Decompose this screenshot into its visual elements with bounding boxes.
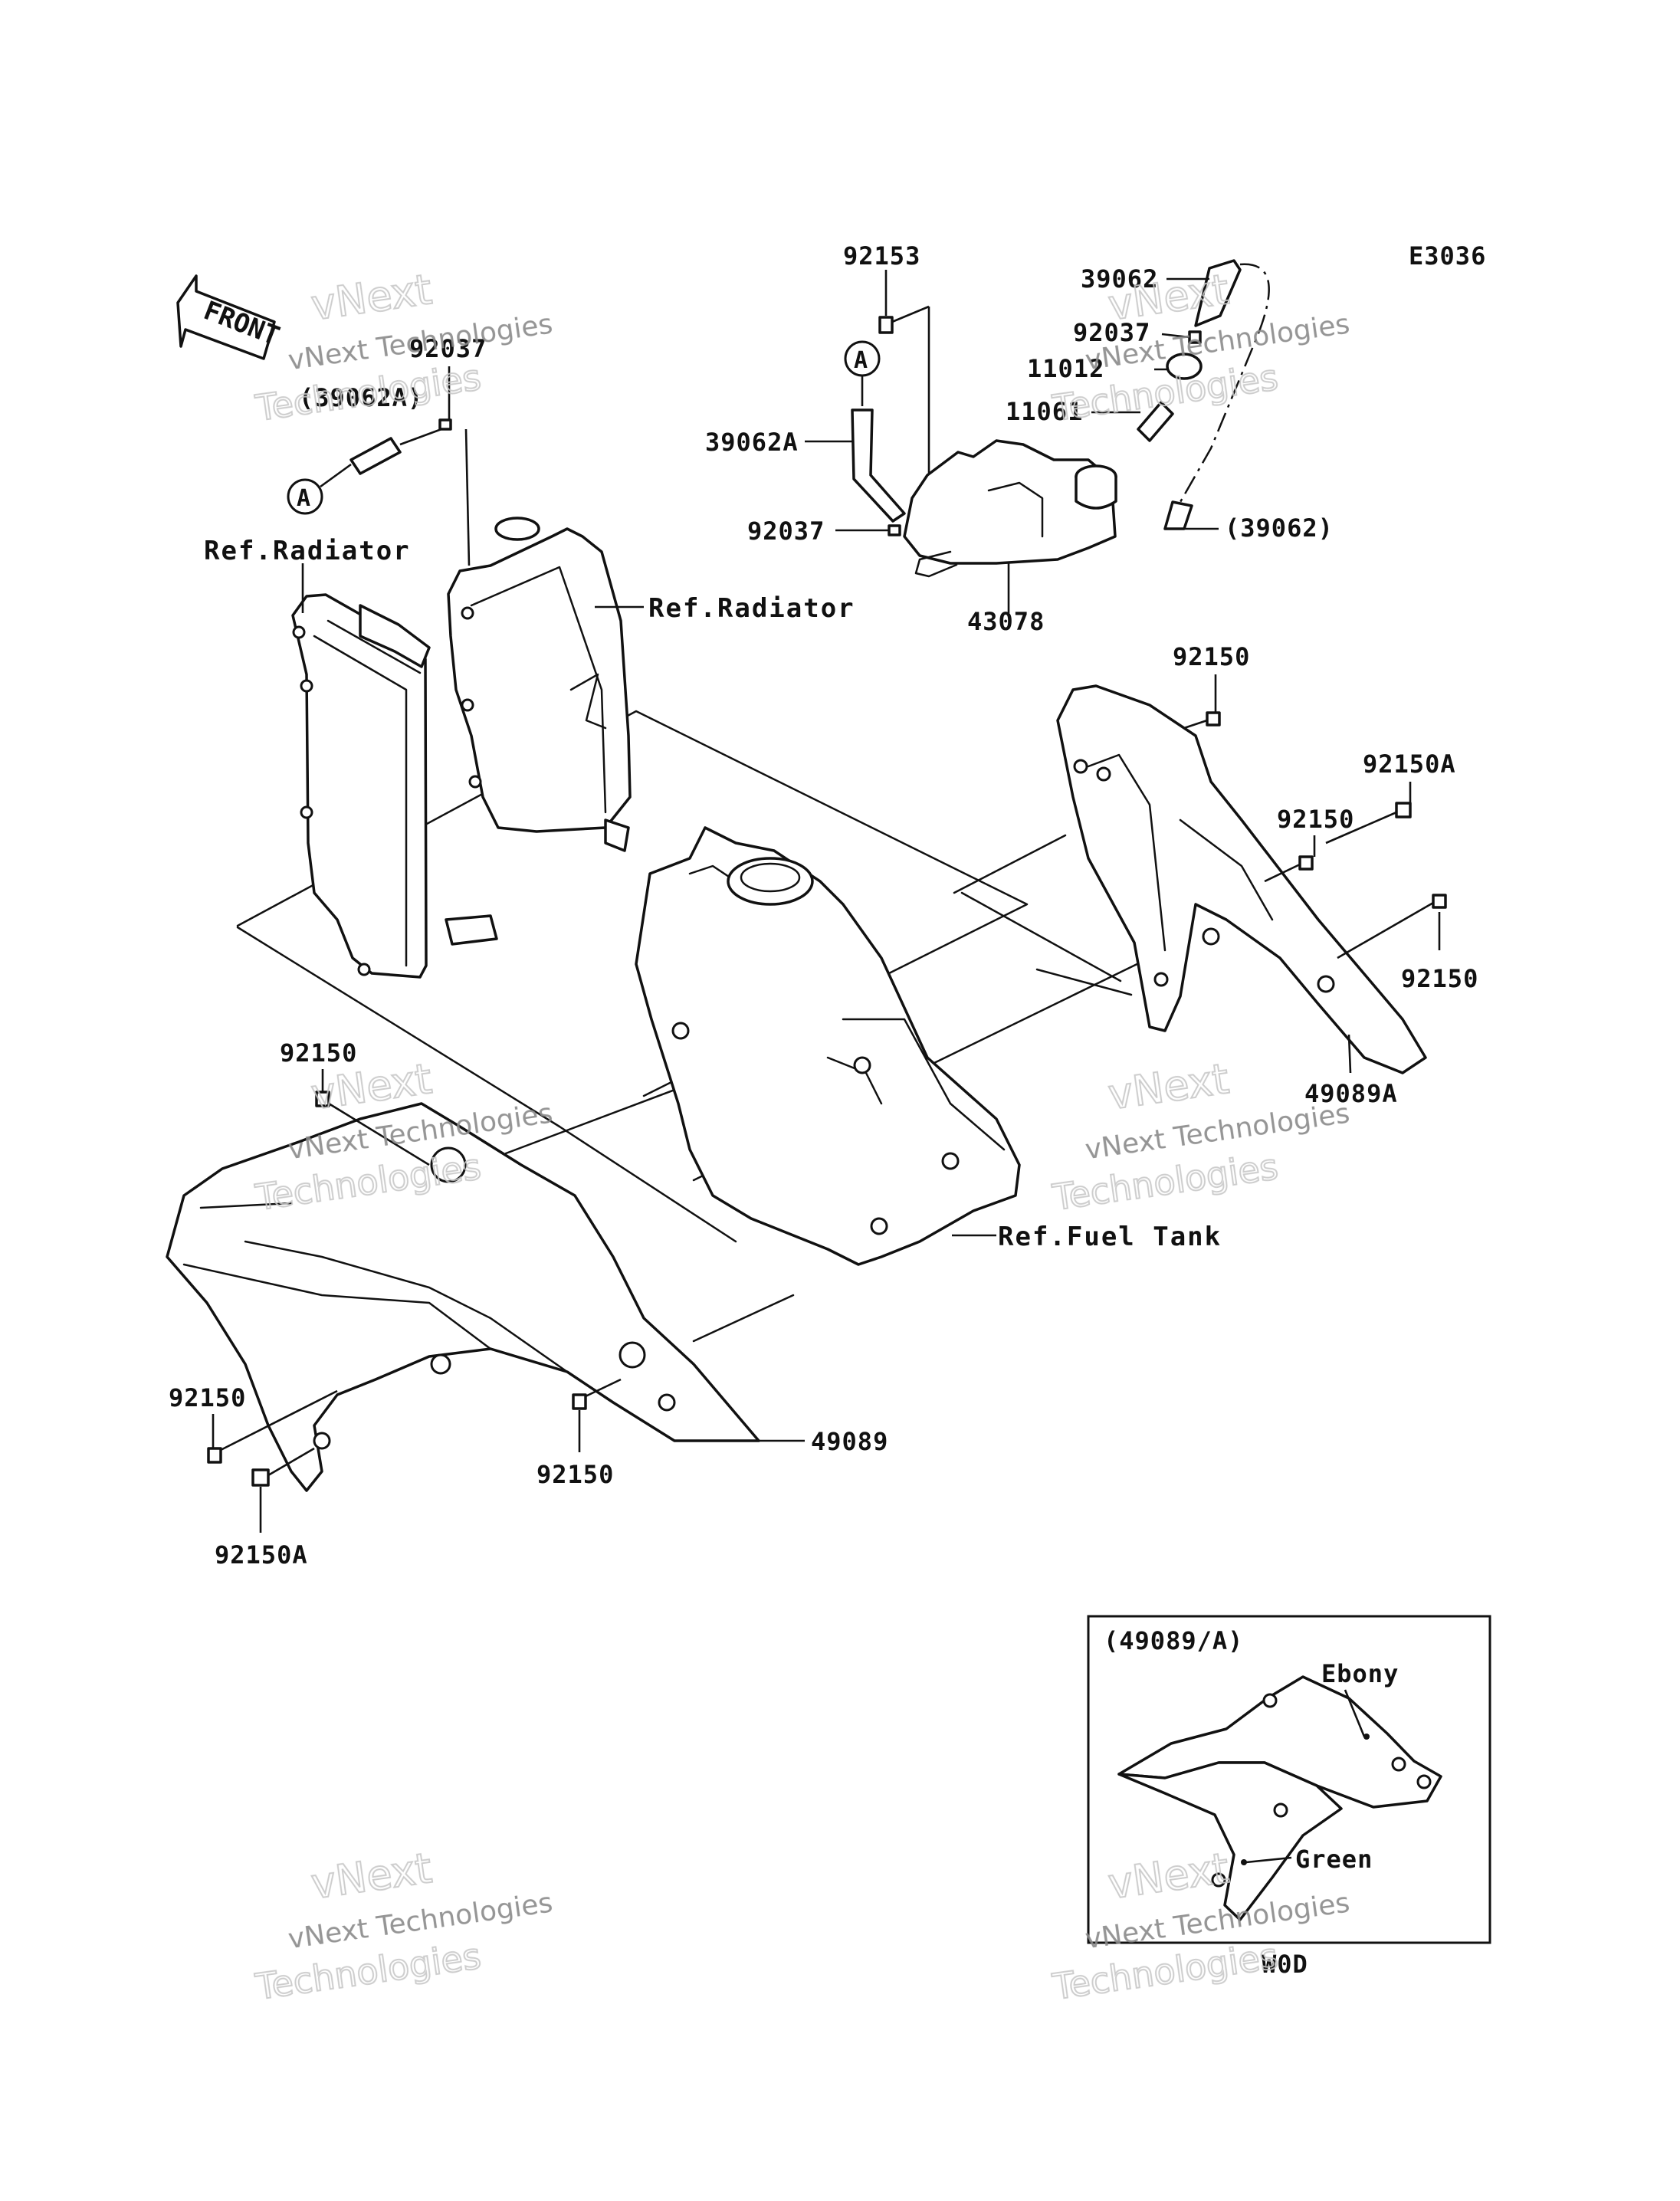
- callout-a-marker-left: [287, 478, 323, 515]
- watermark-mid-right: vNext vNext Technologies Technologies: [1049, 1054, 1352, 1219]
- shroud-49089-left: [166, 1102, 760, 1492]
- cap-11012-icon: [1166, 353, 1203, 380]
- label-92150-top-right: 92150: [1173, 642, 1250, 671]
- label-92150-mid-right: 92150: [1277, 805, 1354, 834]
- callout-a-label-left: A: [297, 485, 310, 512]
- svg-text:Technologies: Technologies: [253, 1935, 484, 2008]
- watermark-top-left: vNext vNext Technologies Technologies: [252, 264, 555, 430]
- hose-39062-top: [1194, 259, 1242, 327]
- clamp-92037-left-icon: [438, 418, 452, 431]
- leader-lines: [212, 270, 1441, 1533]
- hose-39062A: [851, 408, 906, 523]
- shroud-49089A-right: [1056, 684, 1427, 1074]
- coolant-reservoir-assembly: A: [844, 259, 1270, 578]
- label-92150A-left: 92150A: [215, 1540, 308, 1570]
- label-39062A-paren: (39062A): [299, 383, 423, 412]
- label-92150-left-top: 92150: [280, 1038, 357, 1068]
- svg-text:vNext: vNext: [1105, 1055, 1232, 1119]
- label-92153: 92153: [843, 241, 920, 271]
- front-arrow-icon: FRONT: [176, 274, 284, 360]
- bolt-92150-center-icon: [572, 1378, 622, 1410]
- label-43078: 43078: [967, 607, 1045, 636]
- bolt-92153-icon: [878, 316, 894, 334]
- clamp-92037-mid-icon: [888, 524, 901, 536]
- inset-shroud-lower: [1117, 1761, 1343, 1921]
- label-39062-paren: (39062): [1225, 513, 1334, 543]
- label-92150-left-bottom: 92150: [169, 1383, 246, 1412]
- label-ref-radiator-left: Ref.Radiator: [204, 536, 411, 566]
- label-49089: 49089: [811, 1427, 888, 1456]
- bolt-92150-mid-right-icon: [1264, 855, 1314, 883]
- diagram-code: E3036: [1409, 241, 1486, 271]
- svg-text:vNext: vNext: [308, 265, 435, 330]
- bolt-92150-lower-right-icon: [1337, 894, 1447, 959]
- fuel-tank-ref: [635, 826, 1021, 1266]
- hose-39062-lower: [1163, 500, 1193, 530]
- label-11012: 11012: [1027, 354, 1104, 383]
- gasket-11061-icon: [1137, 401, 1174, 442]
- radiator-cap-icon: [494, 517, 540, 541]
- svg-text:vNext: vNext: [1105, 1844, 1232, 1908]
- svg-text:Technologies: Technologies: [1050, 1146, 1281, 1219]
- label-92037-left: 92037: [409, 334, 487, 363]
- label-92150-center: 92150: [536, 1460, 614, 1489]
- label-ref-radiator-right: Ref.Radiator: [648, 593, 855, 624]
- label-49089A: 49089A: [1304, 1079, 1398, 1108]
- label-39062A-mid: 39062A: [705, 428, 799, 457]
- bolt-92150A-right-icon: [1325, 802, 1412, 845]
- bolt-92150A-left-icon: [251, 1447, 315, 1487]
- label-92150-lower-right: 92150: [1401, 964, 1478, 993]
- hose-39062A-left-assembly: A: [287, 366, 471, 566]
- inset-title: (49089/A): [1104, 1626, 1243, 1655]
- callout-a-label-top: A: [854, 347, 868, 374]
- hose-39062A-icon: [349, 437, 402, 475]
- label-ref-fuel-tank: Ref.Fuel Tank: [998, 1222, 1222, 1252]
- part-number-labels: 92153 39062 92037 11012 11061 39062A 920…: [169, 241, 1478, 1570]
- color-variant-inset: (49089/A) Ebony Green W0D: [1087, 1615, 1491, 1979]
- bolt-92150-left-bottom-icon: [207, 1389, 338, 1464]
- label-92150A-right: 92150A: [1363, 750, 1456, 779]
- inset-color-ebony: Ebony: [1321, 1659, 1399, 1688]
- radiator-left: [291, 593, 498, 979]
- inset-code: W0D: [1262, 1950, 1308, 1979]
- label-39062-top: 39062: [1081, 264, 1158, 294]
- watermark-bottom-left: vNext vNext Technologies Technologies: [252, 1843, 555, 2009]
- radiator-right: [447, 517, 632, 852]
- bolt-92150-top-right-icon: [1183, 711, 1221, 730]
- label-92037-top-right: 92037: [1073, 318, 1150, 347]
- reservoir-cap-icon: [1075, 475, 1117, 510]
- label-11061: 11061: [1006, 397, 1083, 426]
- svg-text:vNext: vNext: [308, 1844, 435, 1908]
- label-92037-mid: 92037: [747, 517, 825, 546]
- inset-color-green: Green: [1295, 1845, 1373, 1874]
- svg-text:Technologies: Technologies: [1050, 1935, 1281, 2008]
